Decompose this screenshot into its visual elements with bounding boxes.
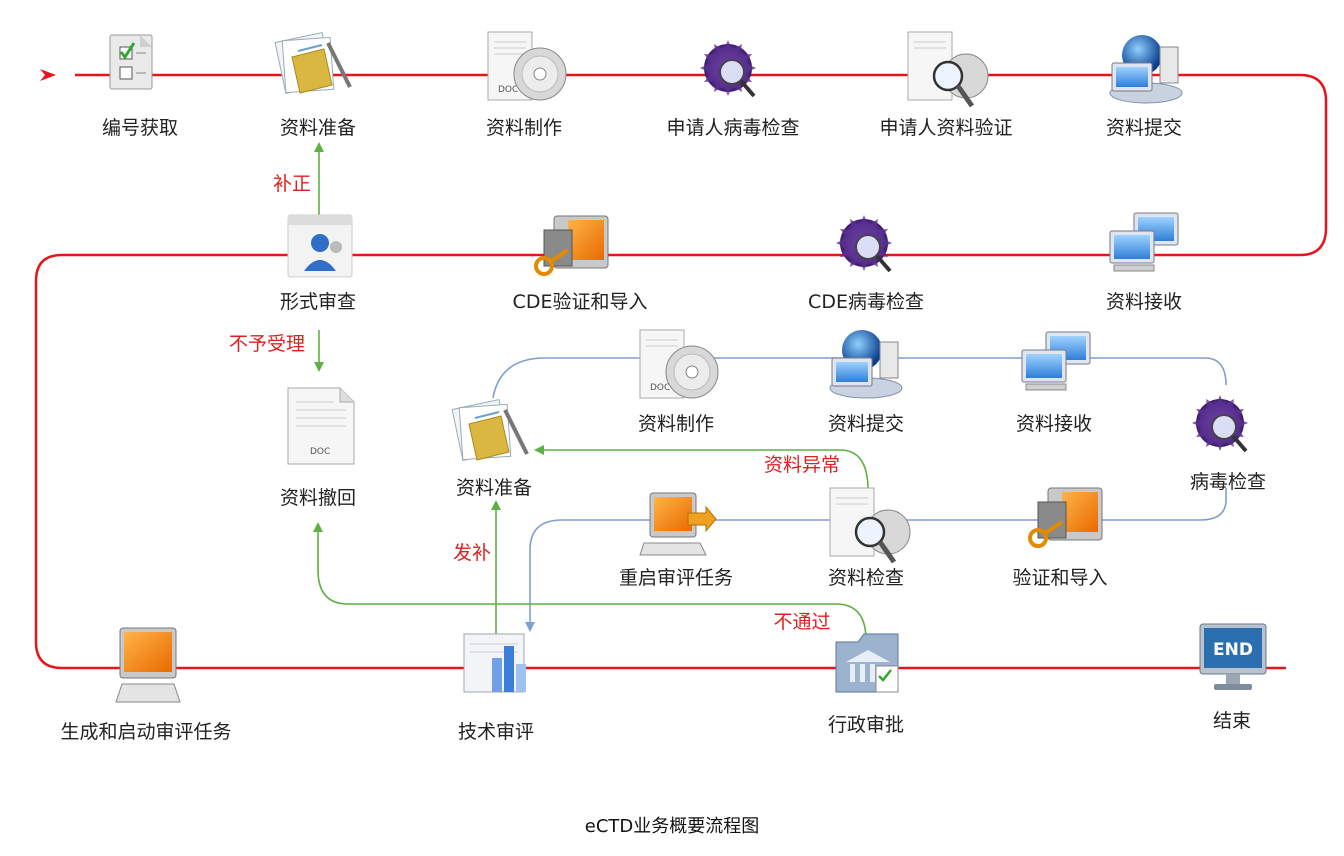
feedback-flow-lines xyxy=(313,142,869,641)
annotation-not-pass: 不通过 xyxy=(773,611,830,633)
key-monitor-icon xyxy=(534,215,609,276)
doc-magnifier-icon xyxy=(907,31,989,108)
node-label-receive-mid: 资料接收 xyxy=(1016,413,1092,435)
node-label-restart-task: 重启审评任务 xyxy=(619,567,733,589)
node-label-virus-mid: 病毒检查 xyxy=(1190,471,1266,493)
node-label-formal-review: 形式审查 xyxy=(280,291,356,313)
node-label-make-top: 资料制作 xyxy=(486,117,562,139)
node-label-end: 结束 xyxy=(1213,710,1251,732)
virus-magnifier-icon xyxy=(836,215,892,273)
node-label-check-mid: 资料检查 xyxy=(828,567,904,589)
virus-magnifier-icon xyxy=(700,40,756,98)
figure-caption: eCTD业务概要流程图 xyxy=(585,816,760,837)
annotation-data-abnormal: 资料异常 xyxy=(764,454,840,476)
node-label-verify-import: 验证和导入 xyxy=(1012,567,1107,589)
annotation-reject: 不予受理 xyxy=(229,333,305,355)
node-label-cde-virus: CDE病毒检查 xyxy=(808,291,924,313)
documents-pen-icon xyxy=(274,31,352,95)
node-label-cde-verify: CDE验证和导入 xyxy=(513,291,648,313)
doc-disc-icon: DOC xyxy=(639,329,719,399)
doc-disc-icon: DOC xyxy=(487,31,567,101)
svg-text:DOC: DOC xyxy=(498,85,518,95)
node-label-virus-applicant: 申请人病毒检查 xyxy=(666,117,799,139)
annotation-supplement: 补正 xyxy=(273,173,311,195)
virus-magnifier-icon xyxy=(1192,395,1248,453)
node-label-prep-top: 资料准备 xyxy=(280,117,356,139)
bar-chart-icon xyxy=(463,633,526,693)
documents-pen-icon xyxy=(451,398,529,462)
end-monitor-icon: END xyxy=(1199,623,1267,690)
doc-icon: DOC xyxy=(287,387,355,465)
end-screen-text: END xyxy=(1213,640,1253,660)
user-card-icon xyxy=(287,214,353,278)
node-label-admin-approve: 行政审批 xyxy=(828,714,904,736)
start-arrow xyxy=(40,69,56,81)
networked-computers-icon xyxy=(1109,212,1179,272)
annotation-resupplement: 发补 xyxy=(453,542,491,564)
main-flow-line xyxy=(34,73,1328,670)
node-label-tech-review: 技术审评 xyxy=(458,721,534,743)
svg-text:DOC: DOC xyxy=(650,383,670,393)
svg-text:DOC: DOC xyxy=(310,447,330,457)
key-monitor-icon xyxy=(1028,487,1103,548)
node-label-gen-task: 生成和启动审评任务 xyxy=(60,721,231,743)
globe-computer-icon xyxy=(1109,35,1183,104)
node-label-prep-mid: 资料准备 xyxy=(456,477,532,499)
bank-folder-icon xyxy=(835,633,899,693)
computer-icon xyxy=(115,627,181,703)
node-label-receive-top: 资料接收 xyxy=(1106,291,1182,313)
node-label-make-mid: 资料制作 xyxy=(638,413,714,435)
node-label-submit-mid: 资料提交 xyxy=(828,413,904,435)
node-label-withdraw: 资料撤回 xyxy=(280,487,356,509)
node-label-verify-applicant: 申请人资料验证 xyxy=(879,117,1012,139)
doc-magnifier-icon xyxy=(829,487,911,564)
globe-computer-icon xyxy=(829,330,903,399)
computer-arrow-icon xyxy=(639,492,717,556)
node-label-number-get: 编号获取 xyxy=(102,117,178,139)
checklist-icon xyxy=(109,34,153,90)
networked-computers-icon xyxy=(1021,331,1091,391)
node-label-submit-top: 资料提交 xyxy=(1106,117,1182,139)
